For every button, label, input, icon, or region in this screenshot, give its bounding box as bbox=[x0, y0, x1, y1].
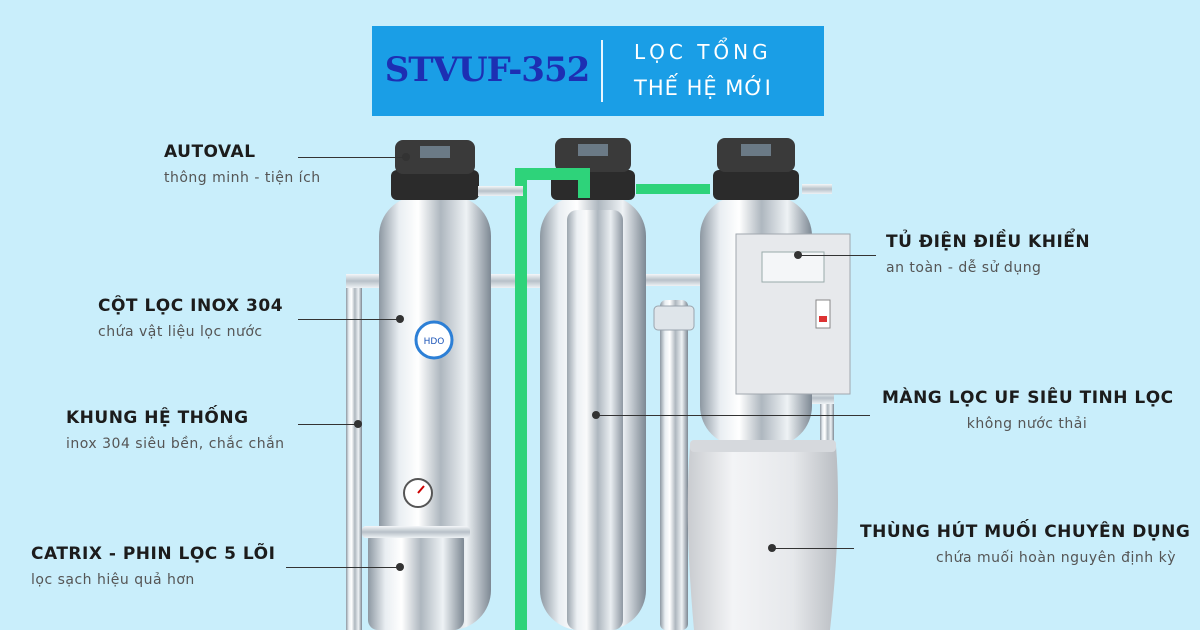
leader-dot bbox=[768, 544, 776, 552]
leader-dot bbox=[592, 411, 600, 419]
label-uf: MÀNG LỌC UF SIÊU TINH LỌC không nước thả… bbox=[882, 388, 1174, 432]
label-subtitle: inox 304 siêu bền, chắc chắn bbox=[66, 436, 285, 452]
tagline-line2: THẾ HỆ MỚI bbox=[634, 76, 772, 100]
leader-line bbox=[800, 255, 876, 256]
brine-tank bbox=[687, 440, 838, 630]
leader-dot bbox=[794, 251, 802, 259]
leader-line bbox=[298, 424, 356, 425]
leader-dot bbox=[396, 563, 404, 571]
label-title: THÙNG HÚT MUỐI CHUYÊN DỤNG bbox=[860, 522, 1191, 542]
label-title: AUTOVAL bbox=[164, 142, 256, 162]
control-cabinet bbox=[735, 233, 851, 395]
banner-divider bbox=[601, 40, 603, 102]
label-cabinet: TỦ ĐIỆN ĐIỀU KHIỂN an toàn - dễ sử dụng bbox=[886, 232, 1106, 276]
svg-text:HDO: HDO bbox=[424, 337, 445, 347]
label-subtitle: an toàn - dễ sử dụng bbox=[886, 260, 1042, 276]
label-catrix: CATRIX - PHIN LỌC 5 LÕI lọc sạch hiệu qu… bbox=[31, 544, 275, 588]
pipework bbox=[478, 168, 832, 630]
label-subtitle: thông minh - tiện ích bbox=[164, 170, 321, 186]
leader-line bbox=[286, 567, 398, 568]
label-title: TỦ ĐIỆN ĐIỀU KHIỂN bbox=[886, 232, 1091, 252]
label-subtitle: lọc sạch hiệu quả hơn bbox=[31, 572, 195, 588]
label-subtitle: không nước thải bbox=[966, 416, 1088, 432]
filter-column-left: HDO bbox=[379, 140, 491, 630]
title-banner: STVUF-352 LỌC TỔNG THẾ HỆ MỚI bbox=[372, 26, 824, 116]
leader-line bbox=[298, 157, 404, 158]
filter-column-middle bbox=[540, 138, 646, 630]
label-subtitle: chứa muối hoàn nguyên định kỳ bbox=[936, 550, 1176, 566]
model-name: STVUF-352 bbox=[384, 50, 591, 90]
leader-dot bbox=[402, 153, 410, 161]
label-title: CATRIX - PHIN LỌC 5 LÕI bbox=[31, 544, 276, 564]
uf-membrane bbox=[653, 300, 695, 630]
leader-line bbox=[298, 319, 398, 320]
leader-dot bbox=[354, 420, 362, 428]
label-autoval: AUTOVAL thông minh - tiện ích bbox=[164, 142, 321, 186]
label-frame: KHUNG HỆ THỐNG inox 304 siêu bền, chắc c… bbox=[66, 408, 285, 452]
catrix-housing bbox=[362, 526, 470, 630]
leader-line bbox=[598, 415, 870, 416]
label-subtitle: chứa vật liệu lọc nước bbox=[98, 324, 263, 340]
leader-dot bbox=[396, 315, 404, 323]
label-brine-tank: THÙNG HÚT MUỐI CHUYÊN DỤNG chứa muối hoà… bbox=[860, 522, 1191, 566]
label-column: CỘT LỌC INOX 304 chứa vật liệu lọc nước bbox=[98, 296, 283, 340]
label-title: KHUNG HỆ THỐNG bbox=[66, 408, 249, 428]
label-title: CỘT LỌC INOX 304 bbox=[98, 296, 284, 316]
label-title: MÀNG LỌC UF SIÊU TINH LỌC bbox=[882, 388, 1174, 408]
leader-line bbox=[774, 548, 854, 549]
tagline-line1: LỌC TỔNG bbox=[634, 40, 772, 64]
